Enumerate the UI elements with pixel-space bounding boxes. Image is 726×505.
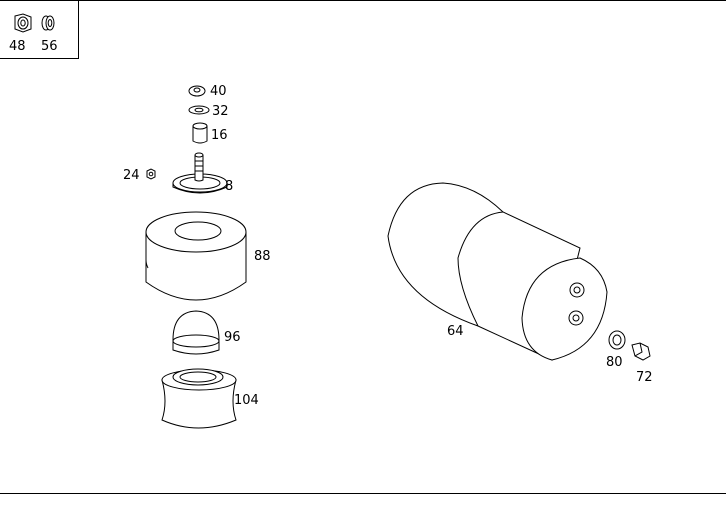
part-40-nut: 40 xyxy=(188,84,227,99)
nut-icon xyxy=(14,13,32,33)
part-label-96: 96 xyxy=(224,330,241,345)
part-label-88: 88 xyxy=(254,249,271,264)
part-80-sealing-ring: 80 xyxy=(606,330,626,370)
part-label-32: 32 xyxy=(212,104,229,119)
part-label-64: 64 xyxy=(447,324,464,339)
part-32-washer: 32 xyxy=(188,104,229,119)
part-label-80: 80 xyxy=(606,355,623,370)
part-16-bushing: 16 xyxy=(192,122,228,144)
washer-icon xyxy=(41,15,55,31)
legend-box: 48 56 xyxy=(0,0,79,59)
part-24-nut: 24 xyxy=(123,168,156,183)
part-label-16: 16 xyxy=(211,128,228,143)
part-64-tank: 64 xyxy=(387,182,608,361)
part-96-bump-stop: 96 xyxy=(172,310,241,355)
part-8-top-plate: 8 xyxy=(172,152,233,194)
part-label-40: 40 xyxy=(210,84,227,99)
part-label-104: 104 xyxy=(234,393,259,408)
part-104-support-cup: 104 xyxy=(161,368,259,429)
tank-port-upper xyxy=(569,282,585,298)
legend-label-48: 48 xyxy=(9,39,26,54)
tank-port-lower xyxy=(568,310,584,326)
legend-label-56: 56 xyxy=(41,39,58,54)
part-label-24: 24 xyxy=(123,168,140,183)
part-label-8: 8 xyxy=(225,179,233,194)
part-88-rubber-spring: 88 xyxy=(145,211,271,301)
part-72-plug: 72 xyxy=(631,342,653,385)
part-label-72: 72 xyxy=(636,370,653,385)
